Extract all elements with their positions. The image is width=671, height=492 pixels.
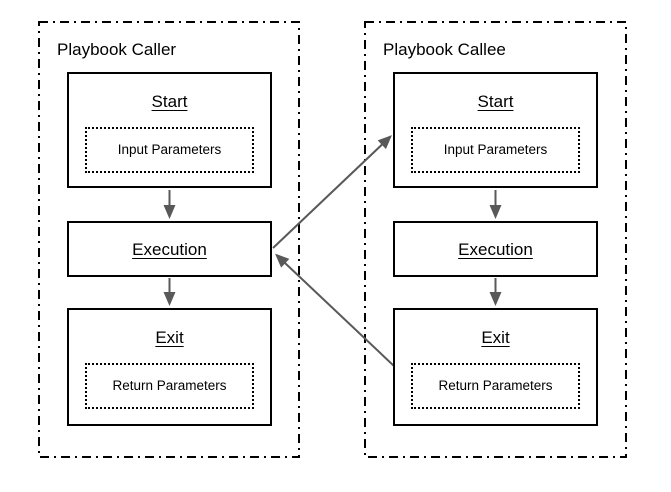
node-callee-execution-title: Execution <box>458 239 533 259</box>
node-caller-exit: Exit Return Parameters <box>67 308 272 426</box>
callee-return-parameters-box: Return Parameters <box>411 363 580 409</box>
node-callee-execution: Execution <box>393 221 598 277</box>
node-caller-execution: Execution <box>67 221 272 277</box>
edge-callee-exit-to-caller-execution <box>275 253 395 367</box>
callee-input-parameters-box: Input Parameters <box>411 127 580 173</box>
node-callee-exit: Exit Return Parameters <box>393 308 598 426</box>
callee-return-parameters-label: Return Parameters <box>438 378 553 393</box>
caller-return-parameters-label: Return Parameters <box>112 378 227 393</box>
node-callee-start-title: Start <box>477 92 514 111</box>
callee-group-border <box>364 21 627 458</box>
callee-input-parameters-label: Input Parameters <box>443 142 548 157</box>
caller-group-title: Playbook Caller <box>57 40 177 59</box>
node-caller-start-title: Start <box>151 92 188 111</box>
caller-input-parameters-label: Input Parameters <box>117 142 222 157</box>
caller-return-parameters-box: Return Parameters <box>85 363 254 409</box>
edge-caller-execution-to-callee-start <box>272 135 392 249</box>
caller-group-border <box>38 21 300 458</box>
node-caller-start: Start Input Parameters <box>67 72 272 188</box>
node-callee-start: Start Input Parameters <box>393 72 598 188</box>
node-callee-exit-title: Exit <box>481 328 510 347</box>
node-caller-execution-title: Execution <box>132 239 207 259</box>
callee-group-title: Playbook Callee <box>383 40 506 59</box>
node-caller-exit-title: Exit <box>155 328 184 347</box>
caller-input-parameters-box: Input Parameters <box>85 127 254 173</box>
